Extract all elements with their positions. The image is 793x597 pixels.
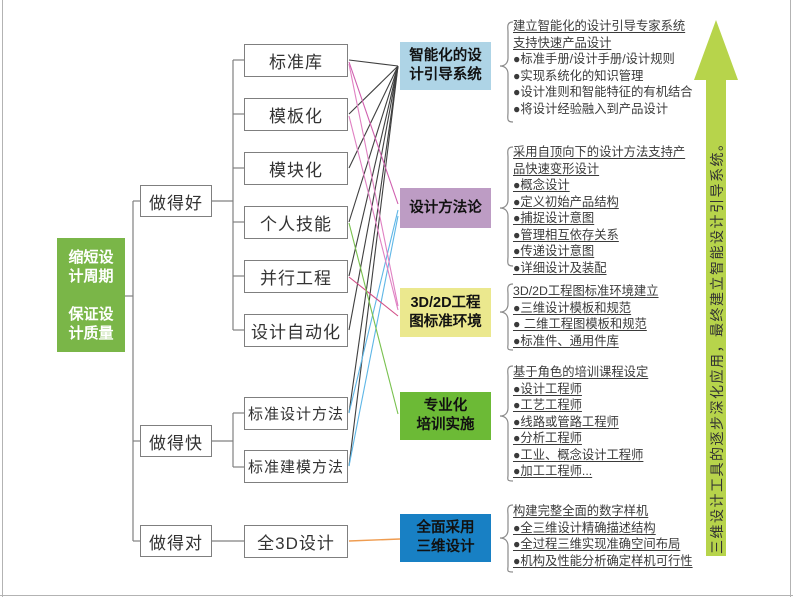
list-item: ●设计工程师 — [513, 381, 582, 396]
list-header: 基于角色的培训课程设定 — [513, 365, 649, 379]
links-to-methodology-and-standards — [348, 61, 401, 542]
list-item: ●标准件、通用件库 — [513, 333, 619, 348]
category-design-methodology: 设计方法论 — [400, 188, 491, 228]
list-item: ●加工工程师... — [513, 464, 593, 478]
list-item: ●分析工程师 — [513, 431, 582, 445]
node-modularization: 模块化 — [244, 152, 348, 185]
list-item: ●详细设计及装配 — [513, 260, 607, 275]
list-professional-training: 基于角色的培训课程设定 ●设计工程师 ●工艺工程师 ●线路或管路工程师 ●分析工… — [513, 364, 695, 480]
category-intelligent-guide-system: 智能化的设 计引导系统 — [400, 42, 491, 90]
category-professional-training: 专业化 培训实施 — [400, 392, 491, 440]
list-drawing-standard-env: 3D/2D工程图标准环境建立 ●三维设计模板和规范 ● 二维工程图模板和规范 ●… — [513, 283, 695, 349]
list-item: ●实现系统化的知识管理 — [513, 68, 644, 83]
list-full-3d-adoption: 构建完整全面的数字样机 ●全三维设计精确描述结构 ●全过程三维实现准确空间布局 … — [513, 503, 695, 569]
list-item: ●三维设计模板和规范 — [513, 300, 632, 315]
list-item: ●管理相互依存关系 — [513, 227, 619, 242]
list-item: ●全三维设计精确描述结构 — [513, 520, 656, 535]
root-goal-box: 缩短设 计周期 保证设 计质量 — [57, 238, 125, 352]
branch-do-fast: 做得快 — [140, 425, 212, 457]
node-personal-skill: 个人技能 — [244, 206, 348, 239]
list-item: ●定义初始产品结构 — [513, 194, 619, 209]
node-concurrent-engineering: 并行工程 — [244, 260, 348, 293]
list-item: ●线路或管路工程师 — [513, 414, 619, 429]
list-item: ●传递设计意图 — [513, 244, 595, 258]
list-item: ●捕捉设计意图 — [513, 211, 595, 225]
list-item: ●概念设计 — [513, 178, 570, 192]
node-design-automation: 设计自动化 — [244, 314, 348, 347]
node-full-3d-design: 全3D设计 — [244, 525, 348, 558]
growth-arrow: 三维设计工具的逐步深化应用，最终建立智能设计引导系统。 — [694, 20, 738, 556]
node-templating: 模板化 — [244, 98, 348, 131]
list-intelligent-guide-system: 建立智能化的设计引导专家系统支持快速产品设计 ●标准手册/设计手册/设计规则 ●… — [513, 18, 695, 117]
list-item: ● 二维工程图模板和规范 — [513, 317, 647, 331]
node-standard-library: 标准库 — [244, 44, 348, 77]
category-full-3d-adoption: 全面采用 三维设计 — [400, 514, 491, 562]
branch-do-right: 做得对 — [140, 525, 212, 557]
list-item: ●工业、概念设计工程师 — [513, 447, 644, 462]
growth-arrow-label: 三维设计工具的逐步深化应用，最终建立智能设计引导系统。 — [709, 136, 725, 555]
list-header: 采用自顶向下的设计方法支持产品快速变形设计 — [513, 145, 686, 176]
list-item: ●工艺工程师 — [513, 398, 582, 412]
list-header: 3D/2D工程图标准环境建立 — [513, 284, 659, 298]
node-standard-modeling-method: 标准建模方法 — [244, 450, 348, 483]
list-braces — [499, 21, 514, 573]
list-item: ●将设计经验融入到产品设计 — [513, 101, 668, 116]
list-header: 构建完整全面的数字样机 — [513, 504, 649, 518]
list-item: ●设计准则和智能特征的有机结合 — [513, 85, 693, 99]
branch-do-well: 做得好 — [140, 185, 212, 217]
category-3d2d-drawing-standard-env: 3D/2D工程 图标准环境 — [400, 288, 491, 337]
list-item: ●标准手册/设计手册/设计规则 — [513, 52, 675, 66]
node-standard-design-method: 标准设计方法 — [244, 397, 348, 430]
links-to-intelligent-system — [348, 59, 399, 467]
tree-connector-lines — [125, 59, 244, 542]
list-item: ●机构及性能分析确定样机可行性 — [513, 553, 693, 568]
list-header: 建立智能化的设计引导专家系统支持快速产品设计 — [513, 19, 686, 50]
list-item: ●全过程三维实现准确空间布局 — [513, 537, 681, 551]
list-design-methodology: 采用自顶向下的设计方法支持产品快速变形设计 ●概念设计 ●定义初始产品结构 ●捕… — [513, 144, 695, 276]
